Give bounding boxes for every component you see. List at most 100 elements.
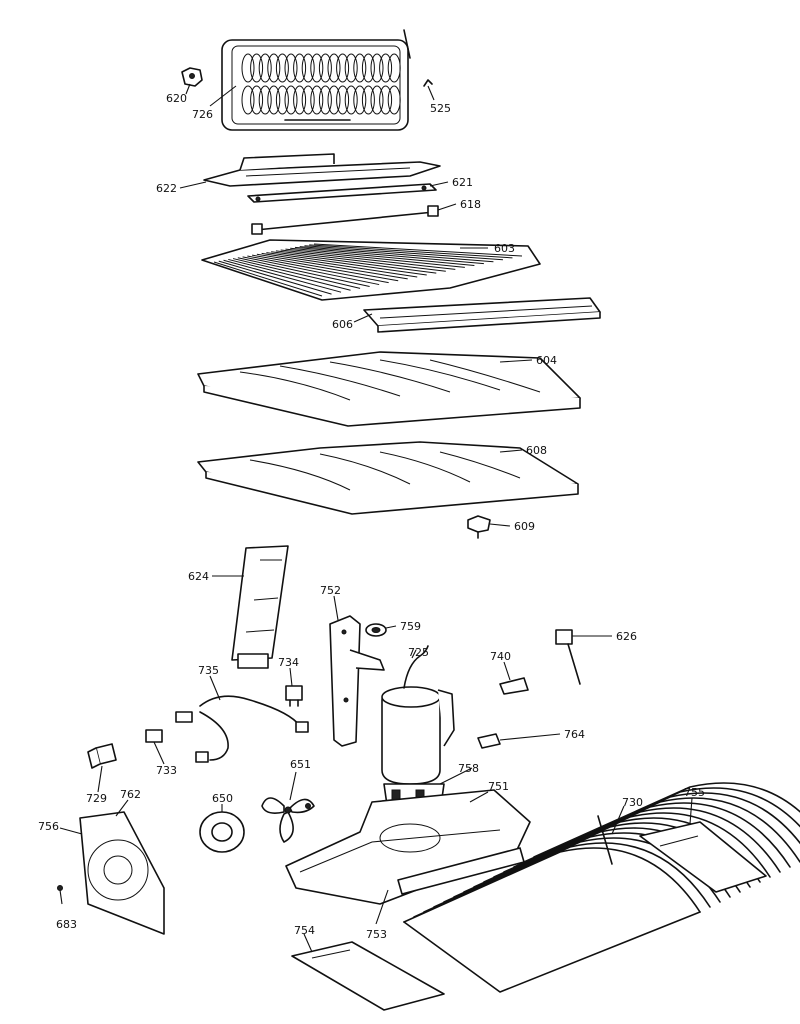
shelf-wire <box>237 257 370 287</box>
label-626: 626 <box>616 630 637 643</box>
part-752-bracket <box>329 615 385 747</box>
label-622: 622 <box>156 182 177 195</box>
part-622-cover-plate <box>203 153 441 187</box>
label-726: 726 <box>192 108 213 121</box>
shelf-wire <box>252 254 399 282</box>
part-603-wire-shelf <box>201 239 541 301</box>
shelf-wire <box>232 258 361 289</box>
coil-loop <box>370 85 384 115</box>
coil-loop <box>301 53 315 83</box>
label-608: 608 <box>526 444 547 457</box>
coil-loop <box>361 53 375 83</box>
shelf-wire <box>213 261 323 297</box>
part-683-screw <box>57 885 63 891</box>
part-620-knob <box>181 67 203 87</box>
label-755: 755 <box>684 786 705 799</box>
coil-loop <box>387 53 401 83</box>
coil-loop <box>250 53 264 83</box>
condenser-tube <box>523 787 800 863</box>
part-740-clip <box>499 677 529 695</box>
part-621-rail <box>247 183 437 203</box>
shelf-wire <box>309 244 513 259</box>
shelf-wire <box>275 250 446 272</box>
coil-loop <box>250 85 264 115</box>
label-733: 733 <box>156 764 177 777</box>
coil-loop <box>361 85 375 115</box>
label-650: 650 <box>212 792 233 805</box>
shelf-wire <box>304 245 503 261</box>
part-624-duct <box>231 545 289 669</box>
shelf-wire <box>256 253 408 280</box>
shelf-wire <box>313 243 523 257</box>
part-734-relay <box>285 685 303 707</box>
coil-loop <box>353 53 367 83</box>
shelf-wire <box>247 255 389 284</box>
label-753: 753 <box>366 928 387 941</box>
label-651: 651 <box>290 758 311 771</box>
label-751: 751 <box>488 780 509 793</box>
part-751-base-pan <box>285 789 531 905</box>
label-624: 624 <box>188 570 209 583</box>
label-621: 621 <box>452 176 473 189</box>
coil-loop <box>284 53 298 83</box>
shelf-wire <box>223 259 342 293</box>
condenser-tube <box>483 807 781 883</box>
coil-loop <box>301 85 315 115</box>
part-735-harness <box>175 695 309 763</box>
coil-loop <box>336 85 350 115</box>
coil-loop <box>258 85 272 115</box>
coil-loop <box>241 85 255 115</box>
part-754-plate <box>291 941 445 1011</box>
label-759: 759 <box>400 620 421 633</box>
shelf-wire <box>299 246 494 263</box>
part-764-plate <box>477 733 501 749</box>
label-735: 735 <box>198 664 219 677</box>
label-603: 603 <box>494 242 515 255</box>
part-606-front-strip <box>363 297 601 333</box>
coil-loop <box>310 85 324 115</box>
label-618: 618 <box>460 198 481 211</box>
coil-loop <box>379 85 393 115</box>
label-764: 764 <box>564 728 585 741</box>
label-762: 762 <box>120 788 141 801</box>
part-618-rod <box>251 205 439 235</box>
coil-loop <box>275 53 289 83</box>
shelf-wire <box>290 247 475 267</box>
label-754: 754 <box>294 924 315 937</box>
part-650-fan-motor <box>199 811 245 853</box>
coil-loop <box>344 53 358 83</box>
shelf-wire <box>280 249 456 270</box>
coil-loop <box>241 53 255 83</box>
shelf-wire <box>285 248 465 268</box>
condenser-tube <box>493 802 791 878</box>
label-758: 758 <box>458 762 479 775</box>
part-609-fitting <box>467 515 491 539</box>
coil-loop <box>370 53 384 83</box>
coil-loop <box>327 53 341 83</box>
label-756: 756 <box>38 820 59 833</box>
shelf-wire <box>266 252 427 276</box>
coil-loop <box>327 85 341 115</box>
label-609: 609 <box>514 520 535 533</box>
shelf-wire <box>271 251 437 274</box>
condenser-tube <box>513 792 800 868</box>
part-725-compressor <box>381 645 455 785</box>
part-759-grommet <box>365 623 387 637</box>
coil-loop <box>344 85 358 115</box>
label-734: 734 <box>278 656 299 669</box>
label-604: 604 <box>536 354 557 367</box>
shelf-wire <box>261 252 418 278</box>
shelf-wire <box>294 246 484 265</box>
label-752: 752 <box>320 584 341 597</box>
label-525: 525 <box>430 102 451 115</box>
coil-loop <box>293 85 307 115</box>
coil-loop <box>387 85 401 115</box>
condenser-tube <box>413 842 711 918</box>
label-730: 730 <box>622 796 643 809</box>
shelf-wire <box>242 256 380 286</box>
label-620: 620 <box>166 92 187 105</box>
condenser-tube <box>473 812 771 888</box>
coil-loop <box>318 53 332 83</box>
condenser-tube <box>533 782 800 858</box>
